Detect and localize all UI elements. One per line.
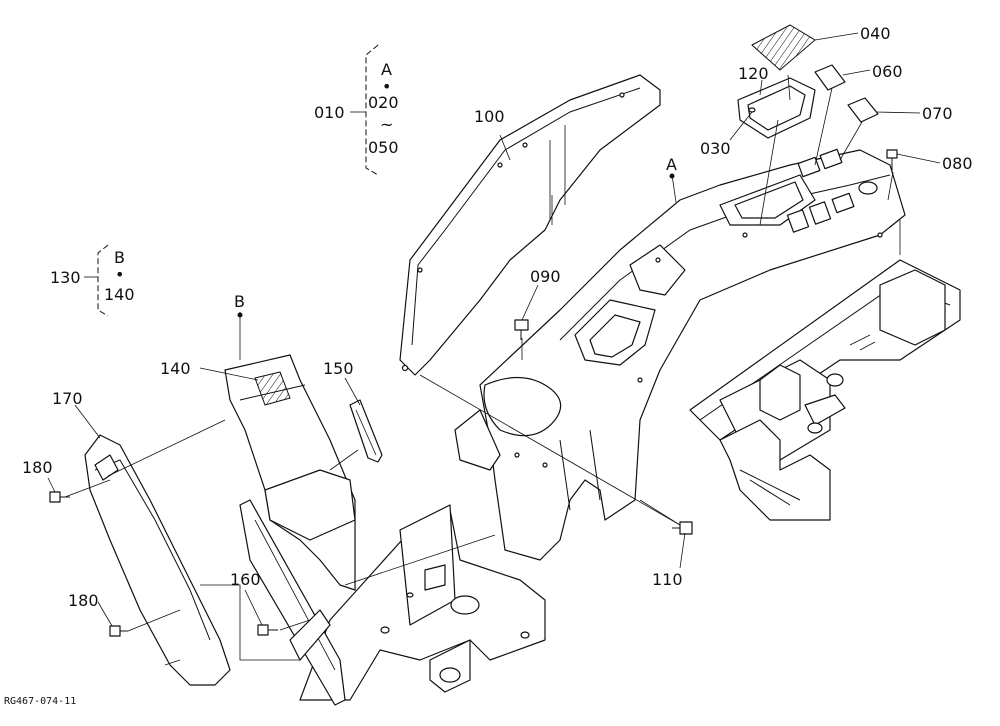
callout-160: 160 [230,570,261,589]
callout-100: 100 [474,107,505,126]
ref-b-label: B [234,292,245,311]
ref-b-dot [237,312,243,318]
assembly-lines [64,74,901,661]
main-console-body [454,148,906,561]
part-090-bolt [514,319,529,340]
callout-040: 040 [860,24,891,43]
part-100-panel [399,74,661,376]
part-170-long-cover [84,434,231,686]
callout-080: 080 [942,154,973,173]
group-010-ref: A [381,60,392,79]
callout-140: 140 [160,359,191,378]
part-070-pad [847,97,879,123]
callout-110: 110 [652,570,683,589]
callout-180-lower: 180 [68,591,99,610]
drawing-code: RG467-074-11 [4,696,76,707]
group-bracket-010 [350,44,379,176]
part-060-pad [814,64,846,91]
part-160-bolt [257,624,278,636]
part-140-side-cover [224,354,356,591]
callout-090: 090 [530,267,561,286]
callout-120: 120 [738,64,769,83]
group-010-tilde: ~ [380,115,393,134]
callout-150: 150 [323,359,354,378]
floor-bracket [299,504,546,701]
callout-060: 060 [872,62,903,81]
ref-a-dot [669,173,675,179]
callout-180-upper: 180 [22,458,53,477]
group-010-label: 010 [314,103,345,122]
group-010-dot: • [382,77,391,96]
ref-a-label: A [666,155,677,174]
group-010-from: 020 [368,93,399,112]
group-010-to: 050 [368,138,399,157]
group-130-to: 140 [104,285,135,304]
part-150-plate [349,399,383,463]
callout-leaders [47,32,941,627]
callout-070: 070 [922,104,953,123]
part-110-bolt [672,521,693,535]
callout-030: 030 [700,139,731,158]
part-080-bolt [886,149,898,172]
group-bracket-130 [84,244,109,317]
lower-frame-bracket [689,259,961,521]
part-180-bolt-lower [109,625,128,637]
part-120-holder [737,77,816,139]
group-130-dot: • [115,265,124,284]
callout-170: 170 [52,389,83,408]
part-180-bolt-upper [49,491,70,503]
group-130-label: 130 [50,268,81,287]
group-130-ref: B [114,248,125,267]
